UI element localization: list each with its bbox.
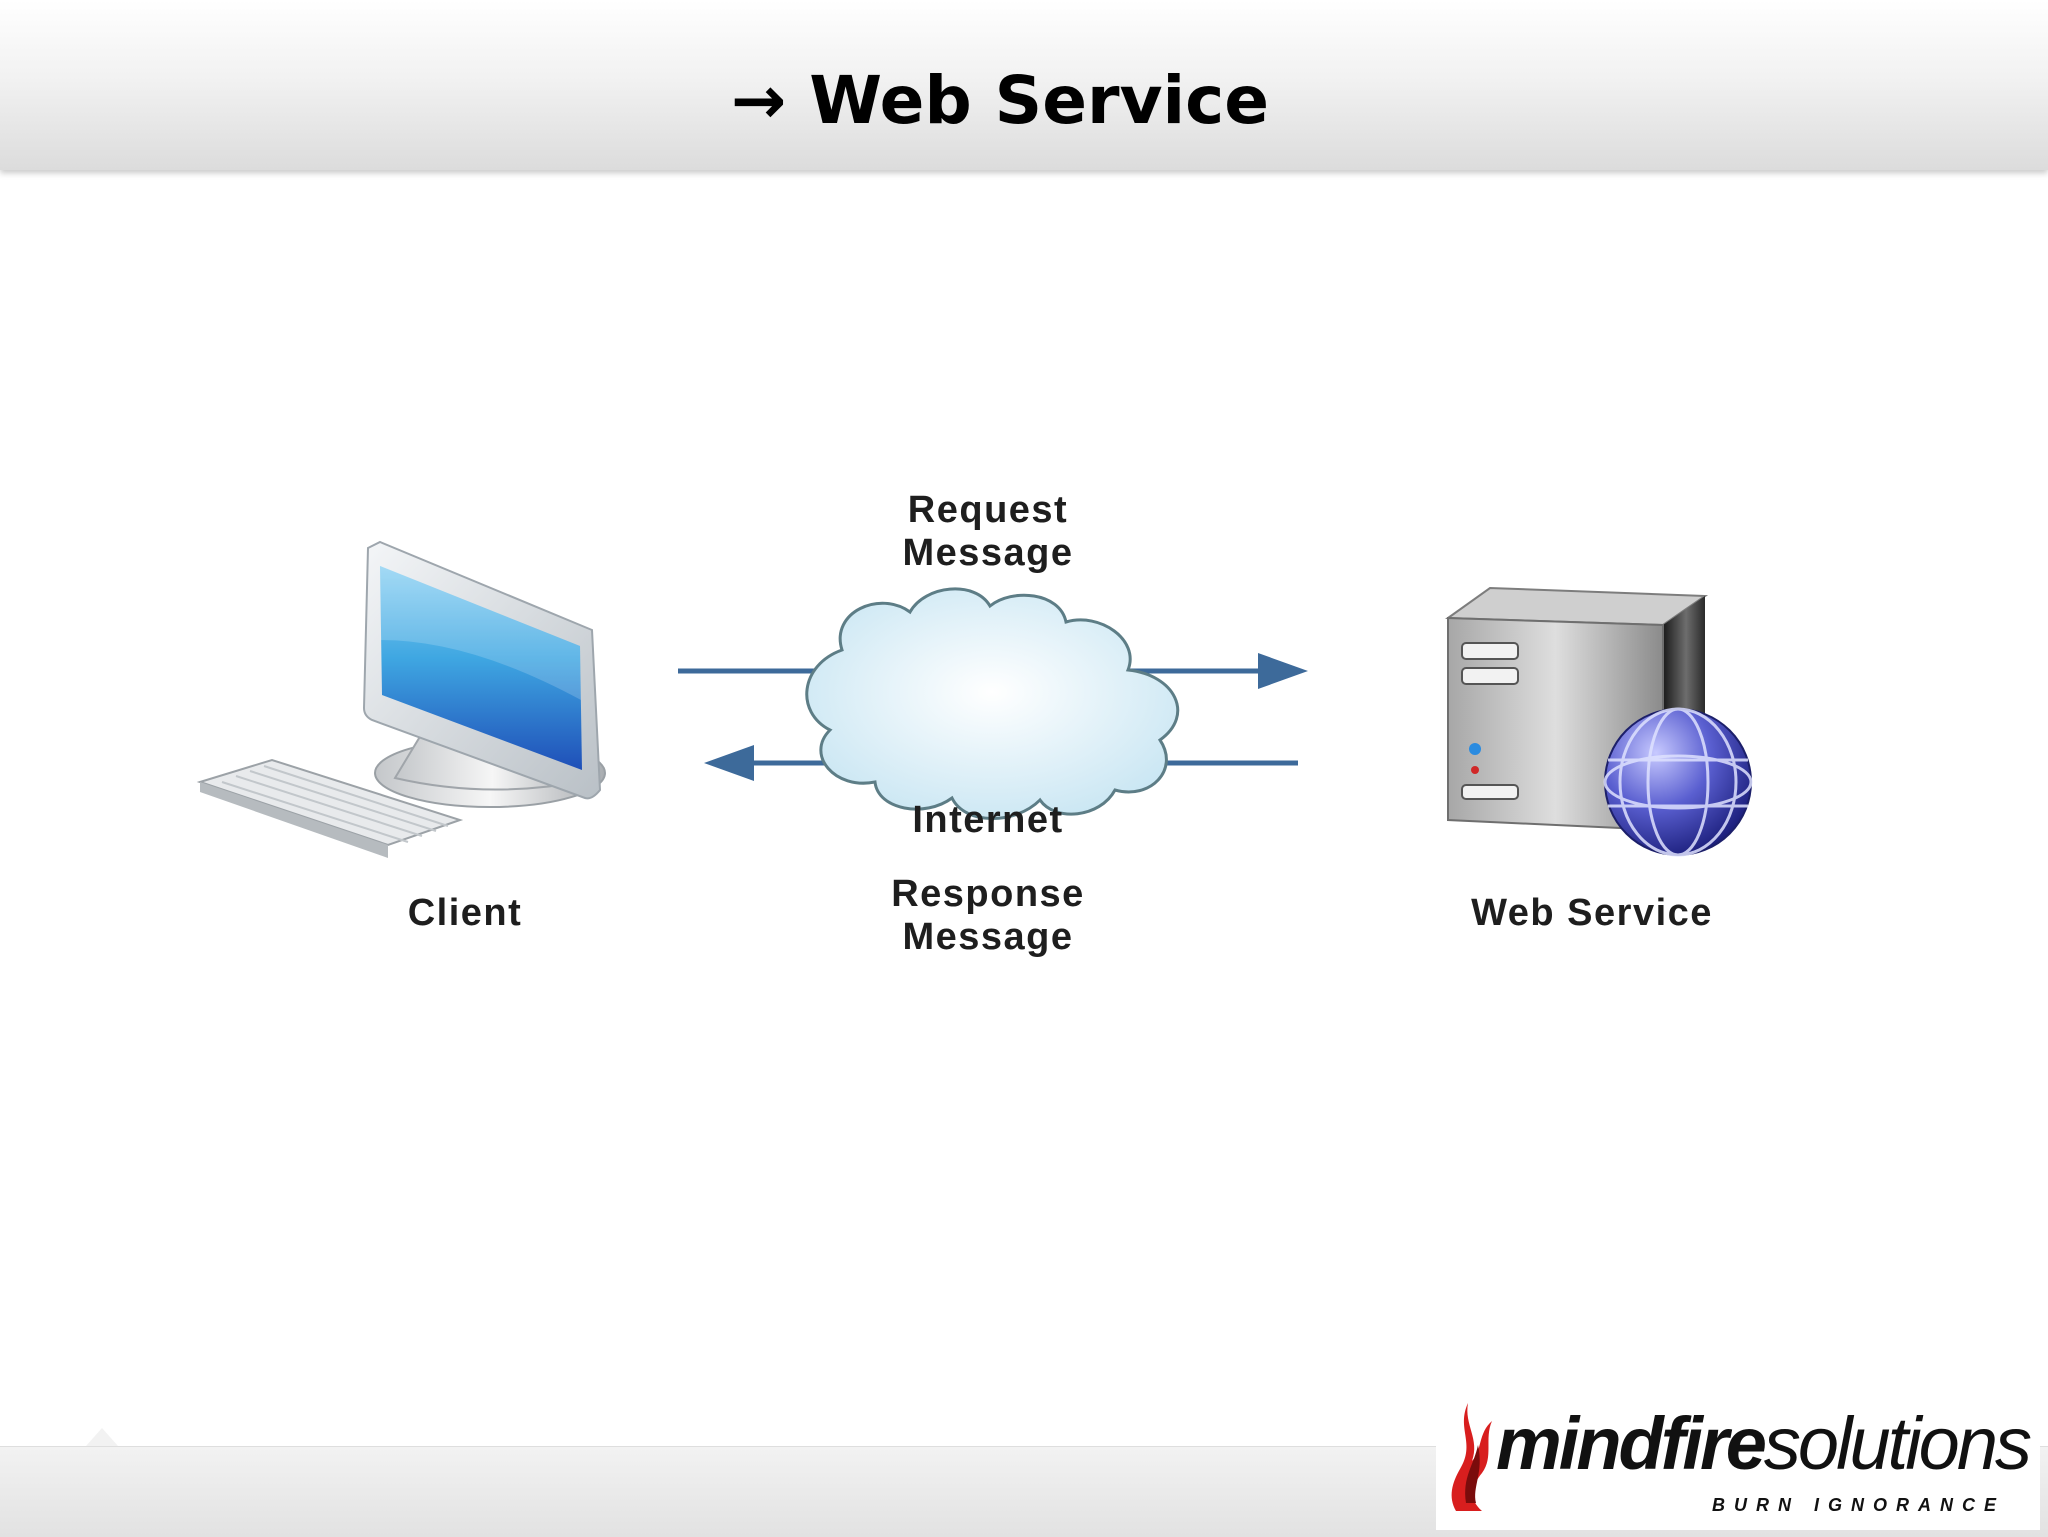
company-logo: mindfiresolutions BURN IGNORANCE: [1436, 1395, 2040, 1530]
cloud-icon: [807, 589, 1178, 819]
globe-icon: [1605, 709, 1751, 855]
logo-wordmark: mindfiresolutions: [1496, 1401, 2029, 1486]
logo-tagline: BURN IGNORANCE: [1712, 1495, 2005, 1516]
server-label: Web Service: [1471, 892, 1713, 934]
request-label-line2: Message: [902, 532, 1073, 574]
logo-name-regular: solutions: [1764, 1402, 2029, 1485]
computer-icon: [364, 542, 605, 807]
logo-name-bold: mindfire: [1496, 1402, 1764, 1485]
response-label-line2: Message: [902, 916, 1073, 958]
request-label-line1: Request: [908, 489, 1068, 531]
internet-label: Internet: [912, 799, 1063, 841]
client-label: Client: [408, 892, 523, 934]
response-label-line1: Response: [891, 873, 1085, 915]
footer-notch: [86, 1428, 118, 1446]
